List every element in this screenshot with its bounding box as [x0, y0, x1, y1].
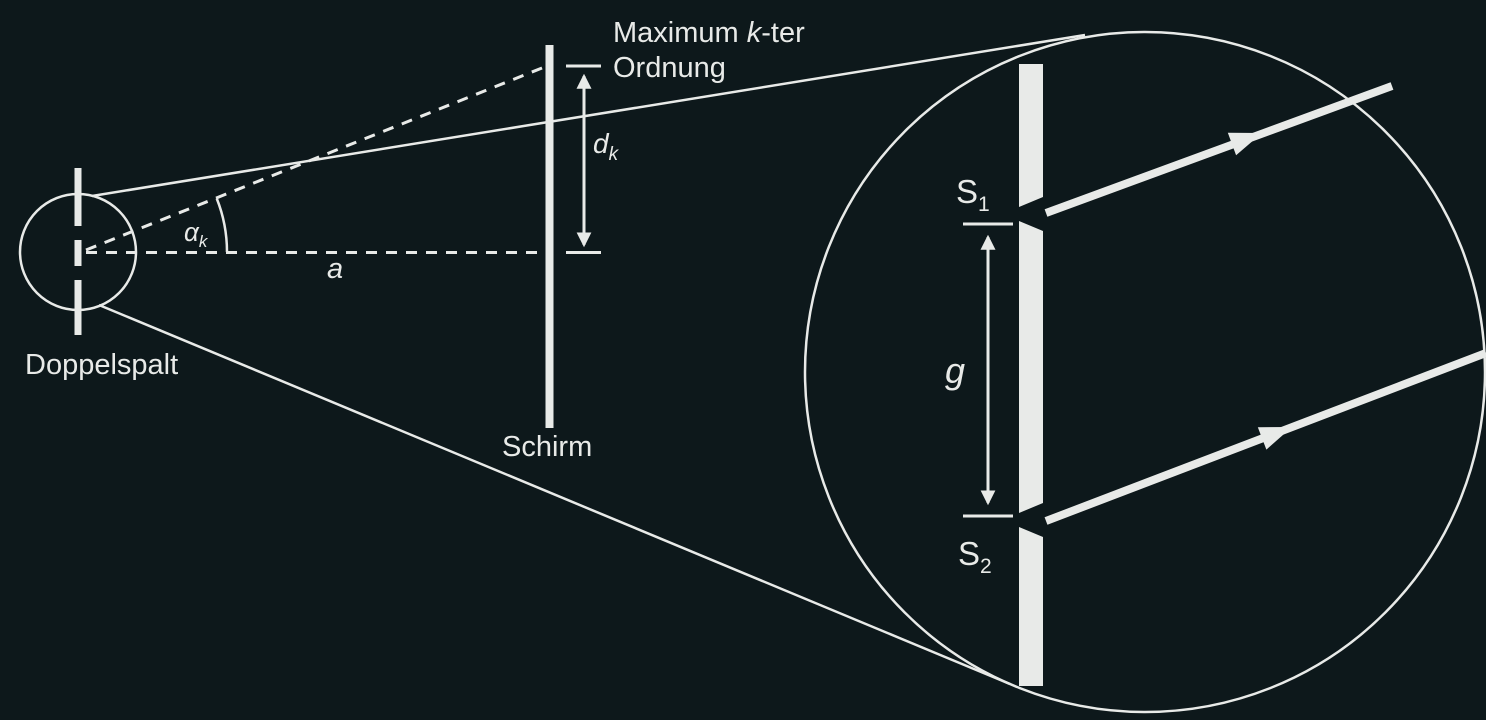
connector-bottom-line [98, 303, 1011, 686]
slit-separation-g-label: g [945, 350, 965, 391]
maximum-order-label-line1: Maximum k-ter [613, 17, 805, 49]
magnifier-circle [803, 30, 1486, 714]
connector-top-line [91, 33, 1086, 198]
maximum-order-label-line2: Ordnung [613, 52, 726, 84]
dk-label: dk [593, 128, 620, 165]
magnified-barrier-top [1019, 64, 1043, 207]
magnified-barrier-bottom [1019, 527, 1043, 686]
ray-from-s1 [1044, 82, 1394, 217]
ray-s1-arrowhead-icon [1227, 132, 1262, 156]
distance-a-label: a [327, 253, 343, 285]
max-order-dashed-line [85, 64, 548, 252]
ray-s2-arrowhead-icon [1257, 427, 1292, 450]
slit-s2-label: S2 [958, 535, 992, 578]
doppelspalt-label: Doppelspalt [25, 349, 178, 381]
magnified-barrier-middle [1019, 221, 1043, 513]
angle-alpha-label: αk [184, 217, 209, 251]
angle-arc [215, 197, 229, 253]
schirm-label: Schirm [502, 431, 592, 463]
slit-s1-label: S1 [956, 173, 990, 216]
